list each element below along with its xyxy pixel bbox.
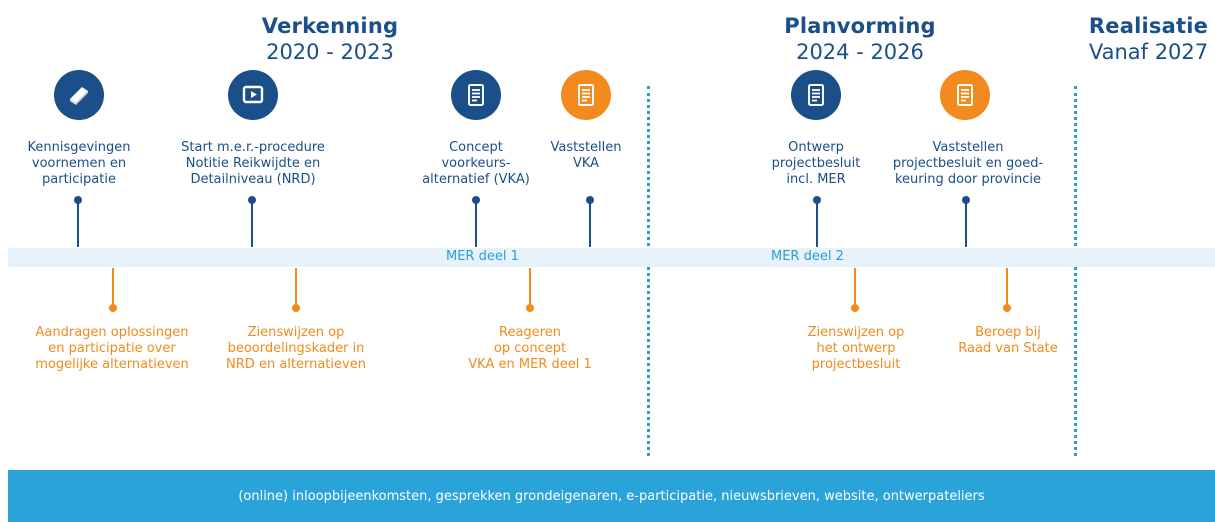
phase-title: Planvorming <box>784 14 936 38</box>
milestone-line <box>589 200 591 247</box>
document-icon <box>561 70 611 120</box>
phase-planvorming: Planvorming 2024 - 2026 <box>770 13 950 65</box>
participation-dot <box>526 304 534 312</box>
milestone-line <box>475 200 477 247</box>
participation-line <box>112 268 114 305</box>
phase-title: Realisatie <box>1088 14 1209 38</box>
footer-banner: (online) inloopbijeenkomsten, gesprekken… <box>8 470 1215 522</box>
milestone-label: Kennisgevingen voornemen en participatie <box>27 140 131 187</box>
milestone-label: Concept voorkeurs- alternatief (VKA) <box>422 140 530 187</box>
mer-band <box>8 248 1215 267</box>
band-label-mer-2: MER deel 2 <box>771 249 844 264</box>
milestone-label: Vaststellen VKA <box>550 140 622 171</box>
band-label-mer-1: MER deel 1 <box>446 249 519 264</box>
phase-period: 2020 - 2023 <box>266 40 394 64</box>
participation-line <box>529 268 531 305</box>
participation-line <box>854 268 856 305</box>
phase-period: 2024 - 2026 <box>796 40 924 64</box>
participation-dot <box>292 304 300 312</box>
phase-verkenning: Verkenning 2020 - 2023 <box>240 13 420 65</box>
document-icon <box>451 70 501 120</box>
milestone-line <box>77 200 79 247</box>
participation-label: Reageren op concept VKA en MER deel 1 <box>468 325 592 372</box>
footer-text: (online) inloopbijeenkomsten, gesprekken… <box>238 488 985 504</box>
milestone-line <box>251 200 253 247</box>
participation-line <box>295 268 297 305</box>
milestone-line <box>816 200 818 247</box>
participation-dot <box>109 304 117 312</box>
participation-line <box>1006 268 1008 305</box>
phase-period: Vanaf 2027 <box>1088 40 1209 64</box>
participation-dot <box>1003 304 1011 312</box>
milestone-label: Ontwerp projectbesluit incl. MER <box>771 140 861 187</box>
document-icon <box>791 70 841 120</box>
participation-dot <box>851 304 859 312</box>
milestone-label: Vaststellen projectbesluit en goed- keur… <box>892 140 1044 187</box>
milestone-label: Start m.e.r.-procedure Notitie Reikwijdt… <box>181 140 325 187</box>
participation-label: Beroep bij Raad van State <box>958 325 1058 356</box>
phase-realisatie: Realisatie Vanaf 2027 <box>1082 13 1215 65</box>
participation-label: Aandragen oplossingen en participatie ov… <box>35 325 189 372</box>
participation-label: Zienswijzen op beoordelingskader in NRD … <box>226 325 366 372</box>
participation-label: Zienswijzen op het ontwerp projectbeslui… <box>807 325 905 372</box>
document-icon <box>940 70 990 120</box>
book-icon <box>54 70 104 120</box>
milestone-line <box>965 200 967 247</box>
phase-separator <box>1074 86 1077 456</box>
phase-separator <box>647 86 650 456</box>
phase-title: Verkenning <box>261 14 399 38</box>
video-play-icon <box>228 70 278 120</box>
